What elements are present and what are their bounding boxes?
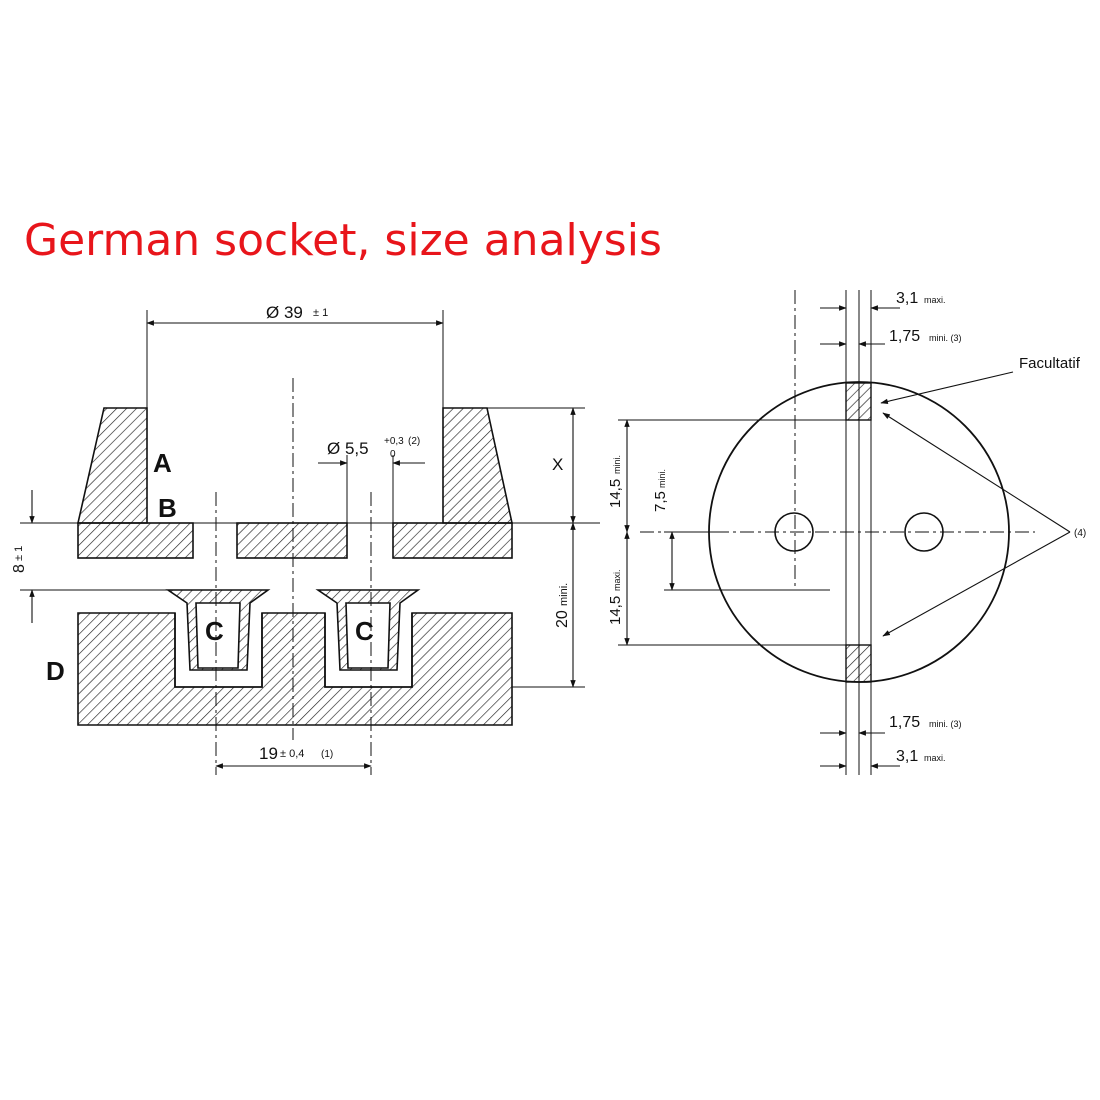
dim-diameter-5-5-tol-lower: 0	[390, 449, 396, 460]
dim-lower-14-5: 14,5	[607, 596, 624, 625]
label-d: D	[46, 656, 65, 686]
dim-eight: 8	[11, 564, 28, 573]
dim-diameter-5-5: Ø 5,5	[327, 439, 369, 458]
dim-bottom-3-1: 3,1	[896, 748, 918, 765]
note-4: (4)	[1074, 528, 1086, 539]
dim-seven-5: 7,5	[652, 491, 669, 512]
dim-top-1-75-suffix: mini. (3)	[929, 333, 962, 343]
dim-diameter-39: Ø 39	[266, 303, 303, 322]
dim-top-3-1-suffix: maxi.	[924, 295, 946, 305]
dim-x: X	[552, 455, 563, 474]
dim-twenty-suffix: mini.	[558, 583, 570, 606]
center-lines-left	[215, 378, 372, 775]
dim-bottom-1-75-suffix: mini. (3)	[929, 719, 962, 729]
dim-diameter-5-5-note: (2)	[408, 436, 420, 447]
plate-left	[77, 522, 194, 559]
base-block	[77, 612, 513, 726]
label-c-left: C	[205, 616, 224, 646]
dim-nineteen-note: (1)	[321, 749, 333, 760]
dim-bottom-3-1-suffix: maxi.	[924, 753, 946, 763]
dim-diameter-39-tol: ± 1	[313, 307, 328, 319]
dim-upper-14-5-suffix: mini.	[612, 455, 622, 474]
dim-eight-tol: ± 1	[13, 546, 25, 561]
label-b: B	[158, 493, 177, 523]
dim-upper-14-5: 14,5	[607, 479, 624, 508]
dim-lower-14-5-suffix: maxi.	[612, 569, 622, 591]
dim-nineteen-tol: ± 0,4	[280, 748, 304, 760]
dim-bottom-1-75: 1,75	[889, 714, 920, 731]
dim-twenty: 20	[554, 610, 571, 628]
section-view	[76, 407, 513, 726]
dim-top-1-75: 1,75	[889, 328, 920, 345]
dim-nineteen: 19	[259, 744, 278, 763]
dim-seven-5-suffix: mini.	[657, 469, 667, 488]
plate-right	[392, 522, 513, 559]
dim-top-3-1: 3,1	[896, 290, 918, 307]
page-title: German socket, size analysis	[24, 215, 662, 266]
plate-middle	[236, 522, 348, 559]
label-facultatif: Facultatif	[1019, 355, 1081, 372]
label-a: A	[153, 448, 172, 478]
label-c-right: C	[355, 616, 374, 646]
rim-left	[76, 407, 148, 524]
rim-right	[442, 407, 513, 524]
dim-diameter-5-5-tol-upper: +0,3	[384, 436, 404, 447]
